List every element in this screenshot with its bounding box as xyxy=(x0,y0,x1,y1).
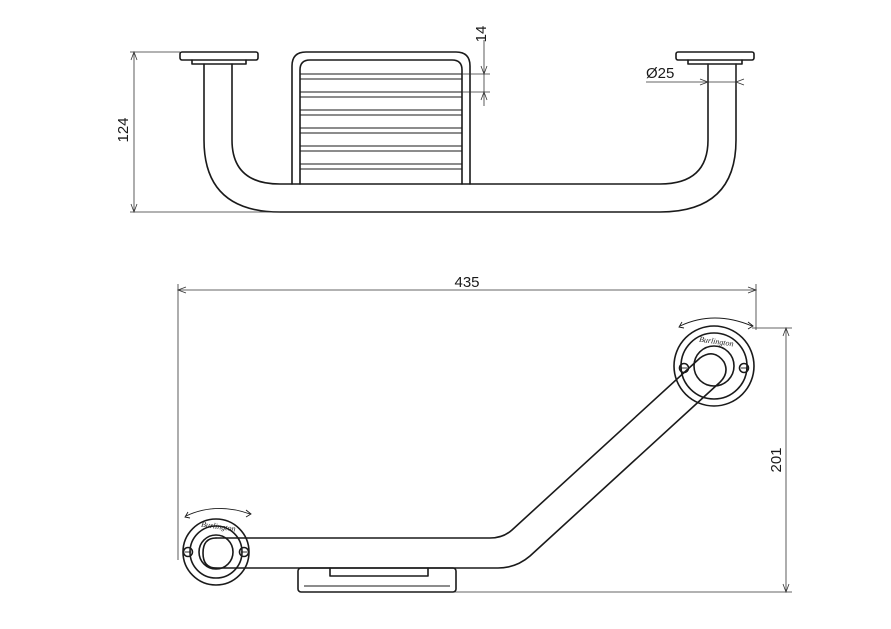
right-flange-front: Burlington xyxy=(673,317,755,407)
dimension-label-435: 435 xyxy=(454,274,479,291)
grab-bar-end-cap xyxy=(202,537,217,569)
dimension-slat-pitch: 14 xyxy=(462,26,490,106)
dimension-label-diameter: Ø25 xyxy=(646,65,674,82)
dimension-height-front: 201 xyxy=(440,326,792,594)
dimension-width: 435 xyxy=(176,274,758,560)
rotation-arrow-icon xyxy=(679,317,753,327)
right-wall-flange xyxy=(675,51,755,65)
dimension-diameter: Ø25 xyxy=(646,64,745,90)
soap-basket-side xyxy=(291,51,471,185)
grab-bar-front xyxy=(215,353,727,569)
left-wall-flange xyxy=(179,51,259,65)
front-view: 435 201 Burlington xyxy=(176,274,792,594)
grab-bar-side xyxy=(203,63,737,213)
soap-basket-front xyxy=(297,567,457,593)
dimension-label-124: 124 xyxy=(115,117,132,142)
dimension-height-side: 124 xyxy=(115,50,280,214)
left-flange-front: Burlington xyxy=(182,508,252,586)
dimension-label-14: 14 xyxy=(473,26,490,43)
rotation-arrow-icon xyxy=(185,508,251,517)
dimension-label-201: 201 xyxy=(768,447,785,472)
side-view: 124 14 Ø25 xyxy=(115,26,755,214)
